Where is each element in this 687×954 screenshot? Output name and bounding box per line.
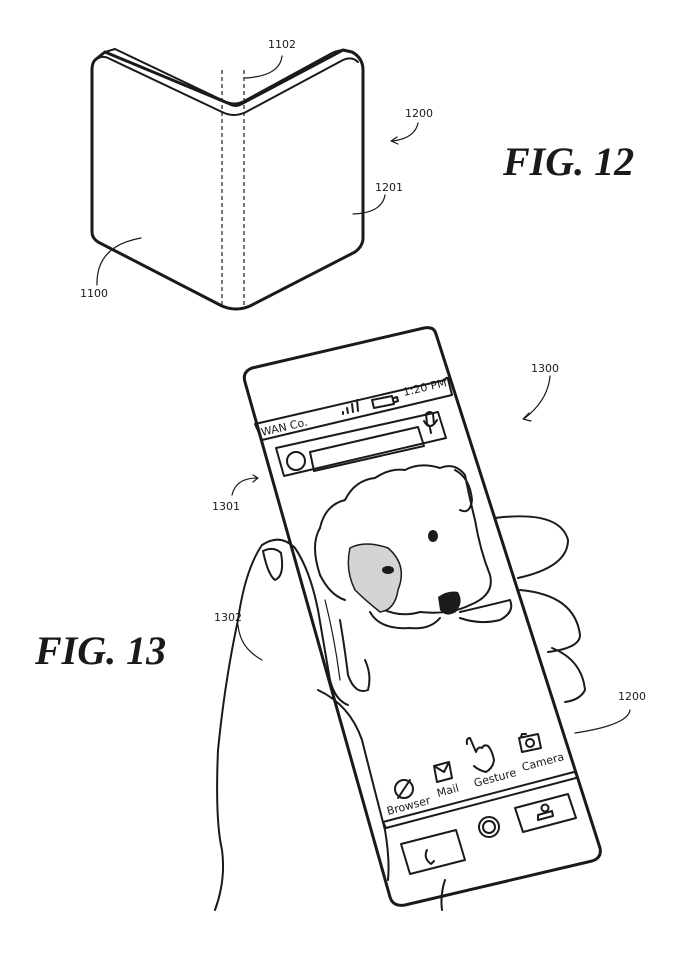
- leader-1100: [96, 237, 142, 286]
- person-icon: [540, 803, 550, 813]
- arrowhead-1200: [390, 136, 399, 145]
- arrowhead-1301: [252, 474, 259, 483]
- ref-1300: 1300: [531, 362, 559, 375]
- phone-body: [242, 326, 602, 907]
- leader-1201: [352, 194, 386, 215]
- fig13-hand: [214, 515, 586, 911]
- app-camera[interactable]: Camera: [518, 733, 565, 774]
- ref-1302: 1302: [214, 611, 242, 624]
- signal-icon: [342, 399, 359, 415]
- nav-phone-button[interactable]: [400, 829, 466, 875]
- finger-1: [494, 515, 569, 579]
- leader-1302: [237, 624, 263, 661]
- browser-icon: [394, 779, 414, 799]
- fig12-label: FIG. 12: [502, 139, 634, 184]
- app-browser[interactable]: Browser: [385, 779, 432, 818]
- palm-left-edge: [214, 544, 263, 911]
- app-gesture[interactable]: Gesture: [465, 737, 518, 790]
- finger-3: [551, 647, 586, 703]
- ref-1200-fig12: 1200: [405, 107, 433, 120]
- finger-2: [519, 589, 581, 653]
- ref-1100: 1100: [80, 287, 108, 300]
- leader-1102: [244, 55, 283, 79]
- status-bar: [254, 376, 453, 441]
- left-panel-outline: [90, 48, 365, 311]
- ref-1301: 1301: [212, 500, 240, 513]
- circle-search-icon[interactable]: [286, 451, 306, 471]
- camera-icon: [518, 733, 542, 753]
- hand-pointer-icon: [465, 737, 495, 773]
- fig13-phone: Browser Mail Gesture Camera: [231, 326, 631, 907]
- phone-icon: [424, 849, 435, 865]
- nav-contacts-button[interactable]: [514, 793, 577, 833]
- puppy-illustration: [314, 464, 513, 692]
- arrowhead-1300: [522, 412, 532, 422]
- fig12-folded-device: [90, 48, 419, 311]
- microphone-icon[interactable]: [423, 411, 438, 434]
- app-label-camera: Camera: [520, 750, 565, 774]
- home-circle-icon: [478, 816, 500, 838]
- status-time: 1:20 PM: [402, 376, 448, 399]
- thumb-outline: [261, 538, 349, 706]
- arrow-1200: [392, 122, 419, 142]
- thumbnail: [262, 547, 284, 581]
- ref-1200-fig13: 1200: [618, 690, 646, 703]
- fig13-label: FIG. 13: [34, 628, 166, 673]
- dock-divider: [382, 771, 578, 829]
- app-label-mail: Mail: [435, 782, 460, 800]
- leader-1200-fig13: [574, 709, 631, 734]
- arrow-1300: [524, 375, 551, 419]
- nav-home-button[interactable]: [478, 816, 500, 838]
- search-bar: [275, 411, 447, 477]
- mail-icon: [433, 761, 453, 783]
- search-input[interactable]: [309, 426, 425, 472]
- top-bevel: [104, 48, 353, 105]
- top-edge-inner: [94, 55, 359, 116]
- leader-1301: [231, 477, 258, 496]
- battery-icon: [371, 395, 399, 409]
- palm-right-edge: [317, 689, 390, 881]
- ref-1201: 1201: [375, 181, 403, 194]
- app-mail[interactable]: Mail: [433, 761, 460, 800]
- ref-1102: 1102: [268, 38, 296, 51]
